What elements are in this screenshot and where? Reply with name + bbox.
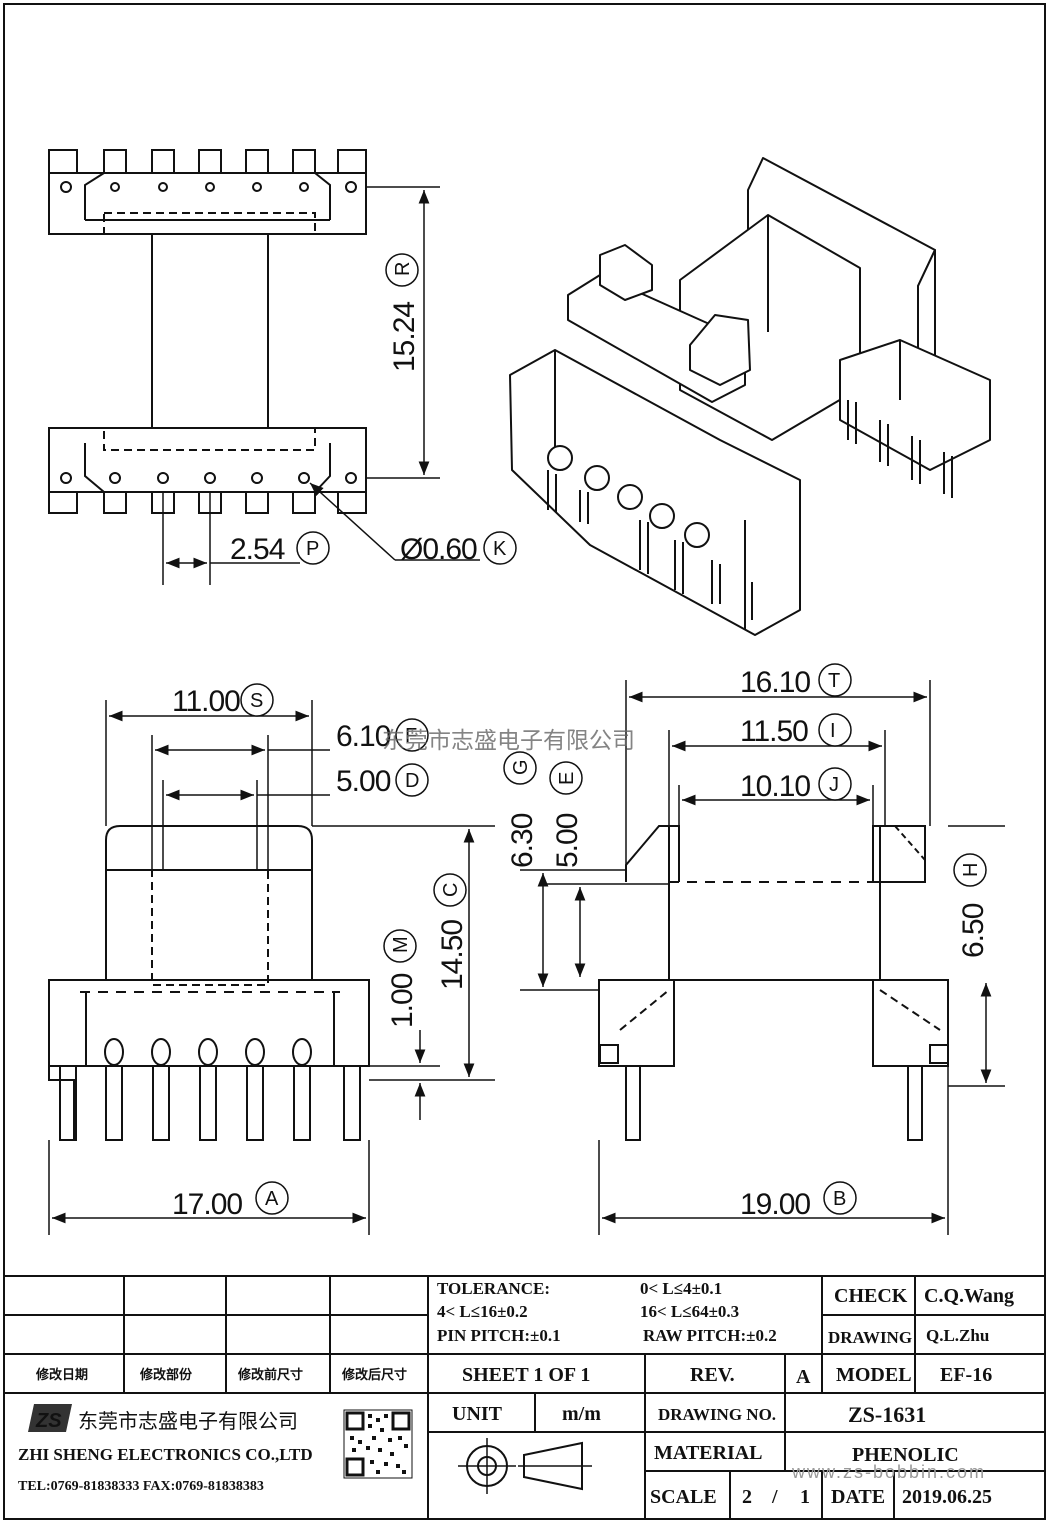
side-view: [520, 680, 1005, 1235]
rev-header-after: 修改后尺寸: [341, 1367, 407, 1383]
dim-S-letter: S: [250, 690, 263, 712]
dim-H-value: 6.50: [957, 903, 990, 958]
unit-label: UNIT: [452, 1403, 503, 1425]
date-label: DATE: [831, 1486, 885, 1508]
dim-I-letter: I: [830, 720, 836, 742]
dim-H: 6.50 H: [953, 853, 990, 958]
rev-header-part: 修改部份: [139, 1367, 193, 1383]
scale-label: SCALE: [650, 1486, 717, 1508]
rev-value: A: [796, 1366, 811, 1388]
dim-D-value: 5.00: [336, 765, 391, 798]
dim-J-letter: J: [829, 774, 839, 796]
rev-label: REV.: [690, 1364, 735, 1386]
watermark-url: www.zs-bobbin.com: [791, 1462, 986, 1482]
company-name-cn: 东莞市志盛电子有限公司: [78, 1409, 298, 1433]
raw-pitch: RAW PITCH:±0.2: [643, 1326, 777, 1345]
dim-P: 2.54 P: [230, 531, 330, 566]
front-view: [48, 700, 495, 1235]
dim-F-value: 6.10: [336, 720, 391, 753]
tolerance-rule3: 16< L≤64±0.3: [640, 1302, 739, 1321]
title-block: [4, 1275, 1045, 1519]
tolerance-rule1: 0< L≤4±0.1: [640, 1279, 722, 1298]
unit-value: m/m: [562, 1403, 601, 1425]
drawing-no-label: DRAWING NO.: [658, 1405, 776, 1424]
tolerance-rule2: 4< L≤16±0.2: [437, 1302, 528, 1321]
dim-J: 10.10 J: [740, 767, 852, 803]
dim-P-letter: P: [306, 538, 319, 560]
dim-G-value: 6.30: [506, 813, 539, 868]
isometric-view: [509, 157, 991, 636]
pin-pitch: PIN PITCH:±0.1: [437, 1326, 561, 1345]
dim-I: 11.50 I: [740, 713, 852, 748]
check-label: CHECK: [834, 1285, 908, 1307]
dim-S: 11.00 S: [172, 683, 274, 718]
dim-M-letter: M: [390, 936, 412, 953]
dim-T-value: 16.10: [740, 666, 810, 699]
watermark-company: 东莞市志盛电子有限公司: [382, 728, 635, 754]
dim-R-letter: R: [392, 262, 414, 276]
dim-E: 5.00 E: [549, 761, 584, 868]
dim-G: 6.30 G: [503, 751, 539, 868]
dim-R: 15.24 R: [385, 253, 421, 372]
dim-J-value: 10.10: [740, 770, 810, 803]
dim-A-value: 17.00: [172, 1188, 242, 1221]
model-label: MODEL: [836, 1364, 912, 1386]
company-name-en: ZHI SHENG ELECTRONICS CO.,LTD: [18, 1445, 313, 1464]
dim-C-value: 14.50: [436, 920, 469, 990]
dim-M-value: 1.00: [386, 973, 419, 1028]
model-value: EF-16: [940, 1364, 992, 1386]
scale-separator: /: [771, 1486, 778, 1508]
dim-A-letter: A: [265, 1188, 279, 1210]
dim-G-letter: G: [510, 759, 532, 775]
material-label: MATERIAL: [654, 1442, 763, 1464]
dim-I-value: 11.50: [740, 715, 808, 748]
dim-D: 5.00 D: [336, 763, 429, 798]
drawing-no-value: ZS-1631: [848, 1402, 926, 1427]
dim-B-value: 19.00: [740, 1188, 810, 1221]
dim-K: Ø0.60 K: [400, 531, 517, 566]
dim-F-letter: F: [405, 725, 417, 747]
dim-K-value: Ø0.60: [400, 533, 477, 566]
scale-denominator: 1: [800, 1486, 810, 1508]
dim-T: 16.10 T: [740, 663, 852, 699]
check-value: C.Q.Wang: [924, 1285, 1014, 1307]
dim-C: 14.50 C: [433, 873, 469, 990]
sheet-border: [3, 3, 1046, 1520]
dim-R-value: 15.24: [388, 302, 421, 372]
dim-D-letter: D: [405, 770, 419, 792]
rev-header-date: 修改日期: [35, 1367, 88, 1383]
dim-A: 17.00 A: [172, 1181, 289, 1221]
tolerance-heading: TOLERANCE:: [437, 1279, 550, 1298]
dim-B: 19.00 B: [740, 1181, 857, 1221]
date-value: 2019.06.25: [902, 1486, 992, 1508]
dim-M: 1.00 M: [383, 929, 419, 1028]
dim-K-letter: K: [493, 538, 507, 560]
qr-code: [343, 1409, 413, 1479]
dim-E-letter: E: [556, 772, 578, 785]
rev-header-before: 修改前尺寸: [237, 1367, 303, 1383]
top-view: [48, 149, 480, 585]
drawing-value: Q.L.Zhu: [926, 1326, 989, 1345]
dim-P-value: 2.54: [230, 533, 285, 566]
material-value: PHENOLIC: [852, 1444, 959, 1466]
scale-numerator: 2: [742, 1486, 752, 1508]
drawing-label: DRAWING: [828, 1328, 912, 1347]
company-contact: TEL:0769-81838333 FAX:0769-81838383: [18, 1479, 264, 1494]
dim-B-letter: B: [833, 1188, 846, 1210]
dim-T-letter: T: [828, 670, 840, 692]
dim-E-value: 5.00: [551, 813, 584, 868]
sheet-label: SHEET 1 OF 1: [462, 1364, 590, 1386]
company-logo-text: ZS: [35, 1410, 62, 1432]
company-logo: ZS: [28, 1404, 72, 1432]
dim-H-letter: H: [960, 863, 982, 877]
dim-C-letter: C: [440, 883, 462, 897]
dim-S-value: 11.00: [172, 685, 240, 718]
dim-F: 6.10 F: [336, 718, 429, 753]
